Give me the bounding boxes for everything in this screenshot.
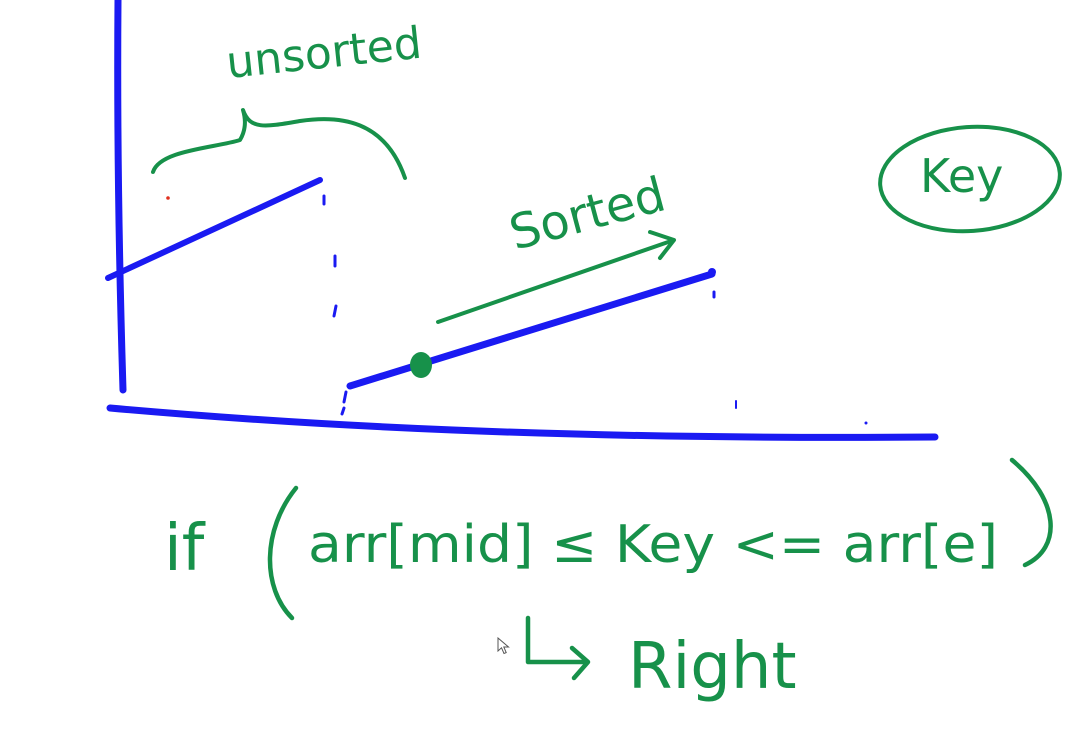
segment-end-dot bbox=[708, 268, 716, 276]
unsorted-label: unsorted bbox=[224, 18, 424, 89]
mid-point-marker bbox=[410, 352, 432, 378]
axis-tick-2 bbox=[864, 421, 868, 425]
key-bubble bbox=[878, 124, 1062, 234]
sorted-arrow bbox=[436, 230, 676, 324]
red-dot bbox=[166, 196, 170, 200]
key-bubble-label: Key bbox=[920, 149, 1003, 203]
condition-body: arr[mid] ≤ Key <= arr[e] bbox=[308, 515, 998, 575]
pivot-drop-line bbox=[322, 194, 348, 416]
unsorted-brace bbox=[151, 108, 407, 180]
mouse-pointer-icon bbox=[497, 637, 510, 655]
result-arrow bbox=[525, 615, 591, 681]
result-label: Right bbox=[628, 630, 797, 704]
x-axis bbox=[106, 404, 939, 441]
sorted-label: Sorted bbox=[504, 167, 671, 262]
close-paren bbox=[1009, 457, 1053, 568]
condition-if: if bbox=[164, 512, 206, 586]
y-axis bbox=[114, 0, 127, 394]
unsorted-segment bbox=[105, 177, 323, 281]
open-paren bbox=[267, 485, 299, 621]
